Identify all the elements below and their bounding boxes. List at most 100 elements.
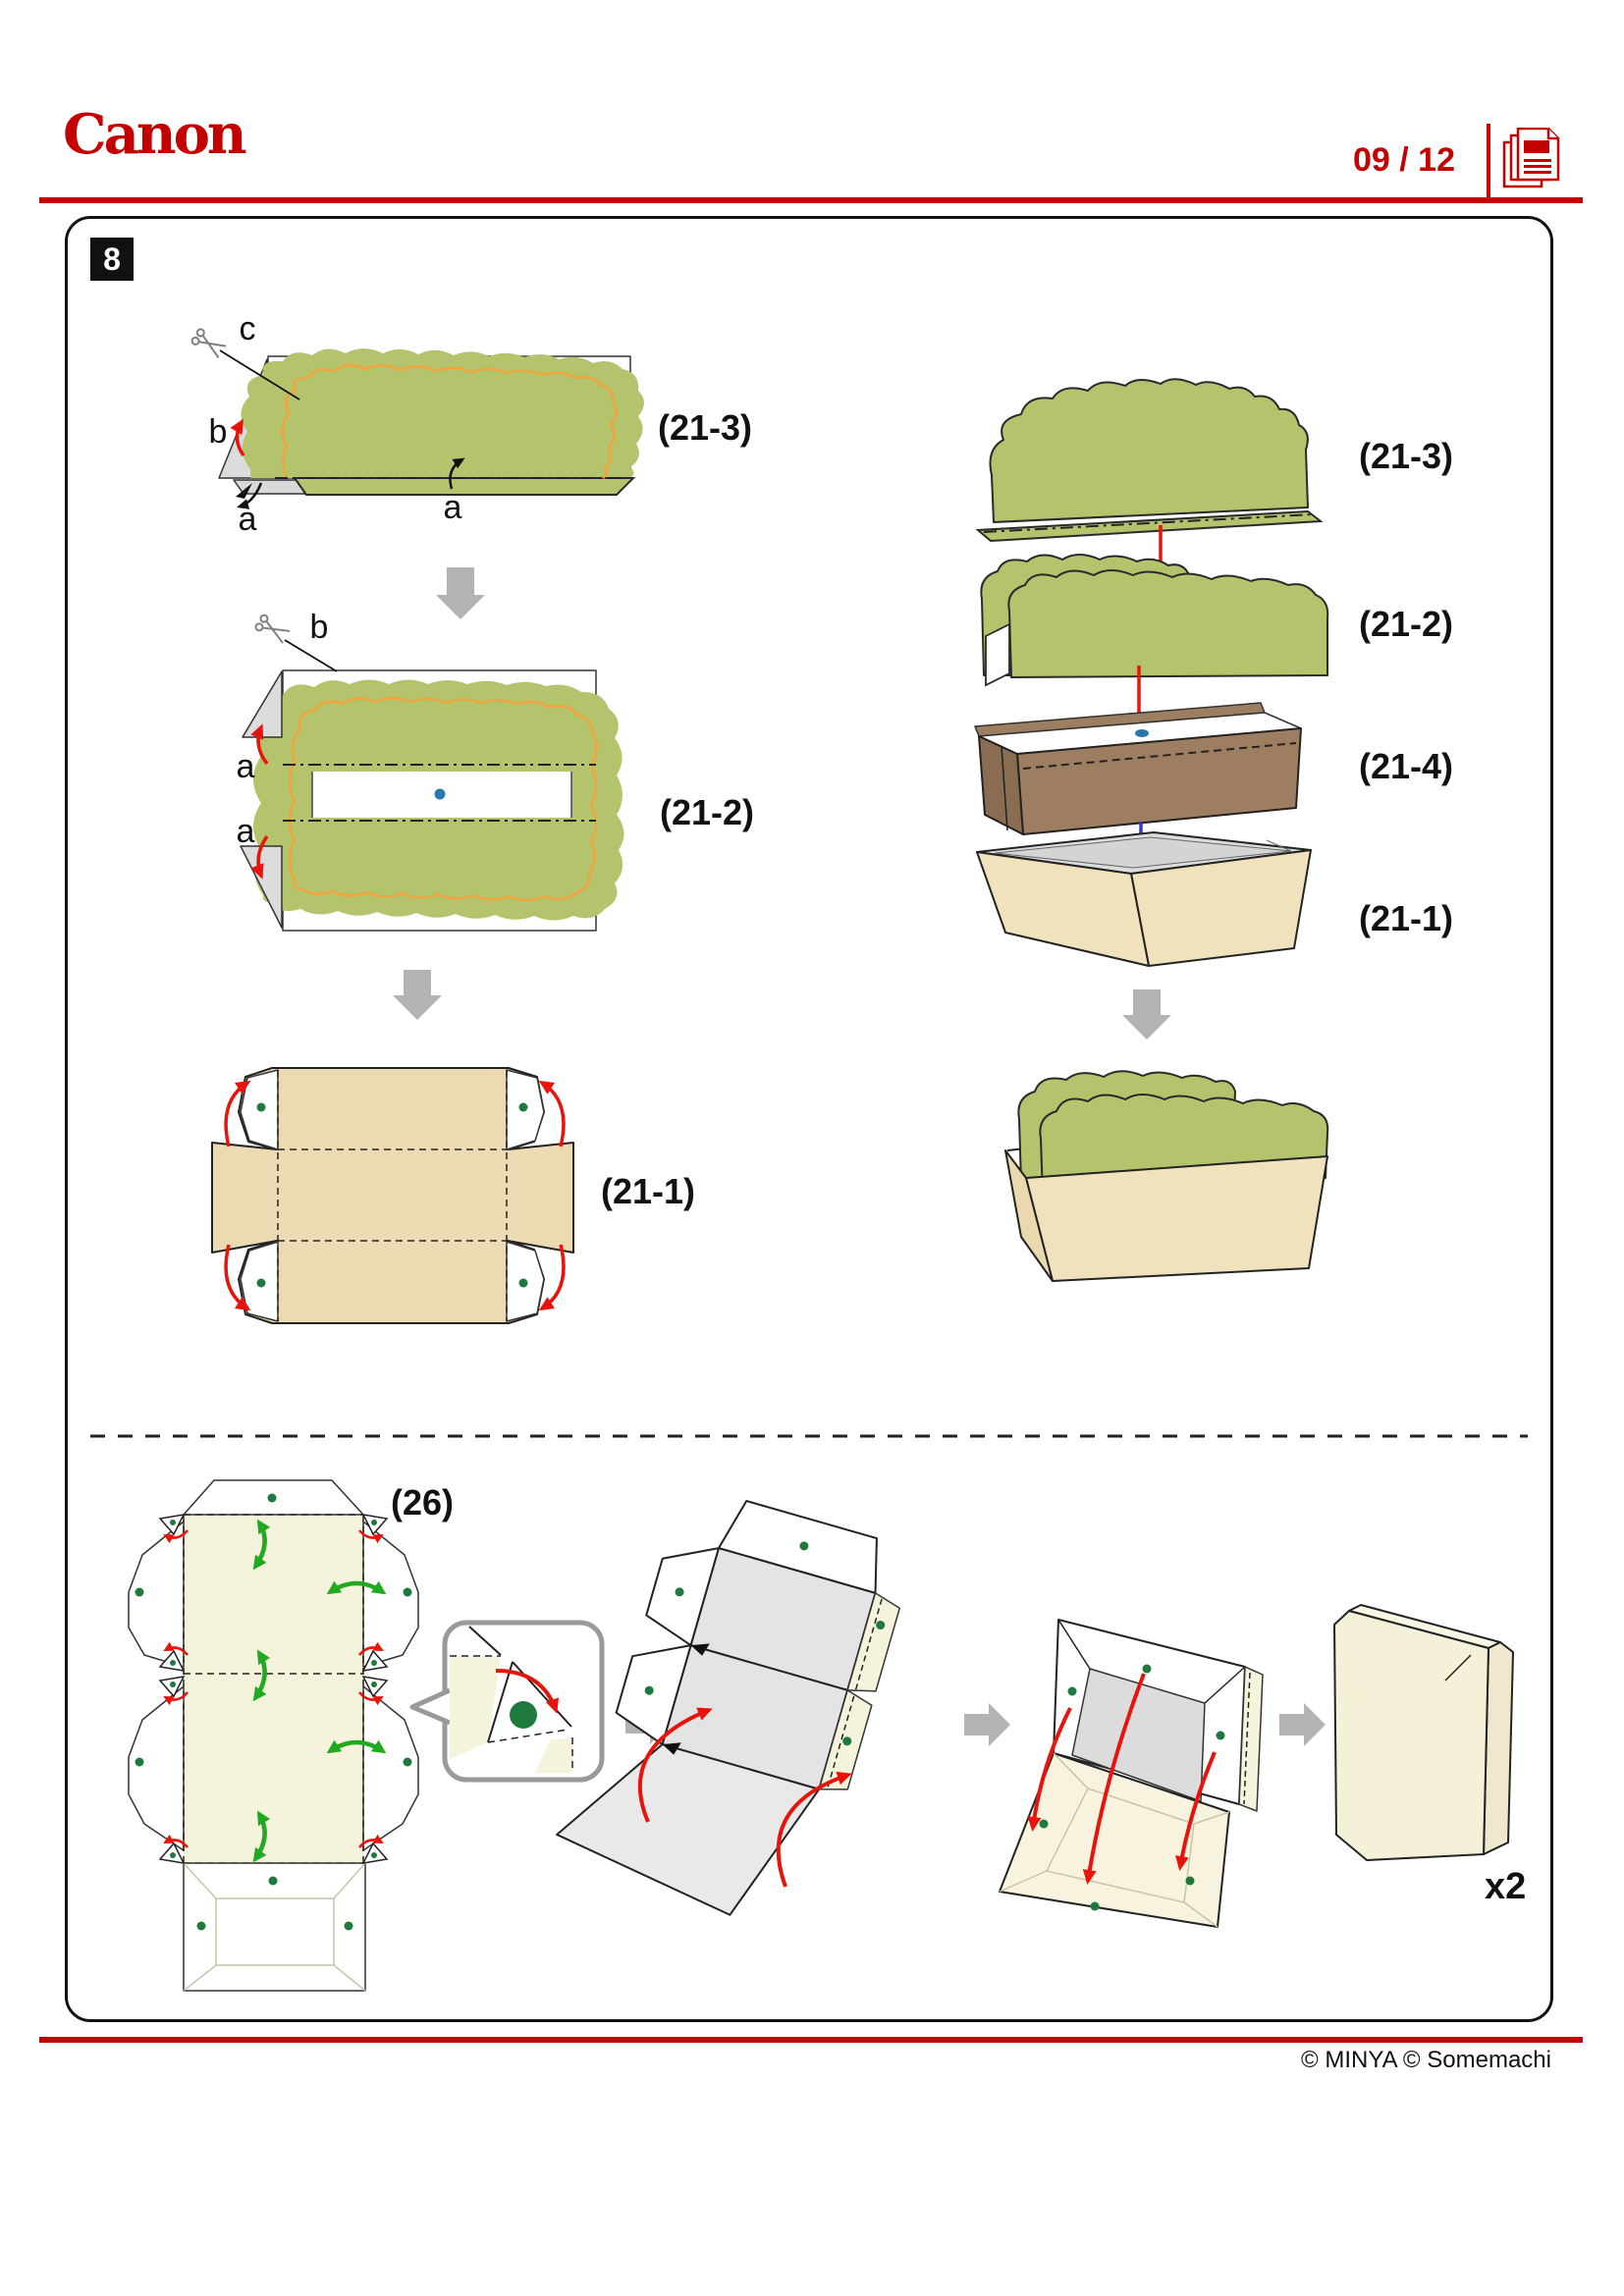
fold-line — [827, 1695, 855, 1789]
tray-side — [976, 851, 1150, 967]
tray-front — [1025, 1155, 1328, 1282]
diagram-26-step2 — [556, 1500, 900, 1916]
diagram-21-1-unfolded: (21-1) — [211, 1067, 695, 1324]
sleeve-side — [978, 735, 1024, 835]
notch-mark — [662, 1742, 681, 1755]
glue-dot — [1216, 1731, 1225, 1740]
bevel-line — [333, 1964, 366, 1992]
edge — [1057, 1619, 1091, 1670]
fold-line — [983, 513, 1315, 533]
header-rule — [39, 197, 1583, 203]
callout-pointer — [409, 1687, 452, 1726]
glue-dot — [799, 1541, 809, 1551]
glue-dot — [344, 1921, 353, 1931]
page-indicator: 09 / 12 — [1353, 141, 1455, 179]
glue-dot-blue — [434, 788, 446, 800]
right-arrow-icon — [964, 1703, 1010, 1746]
fold-arrow-a1 — [237, 482, 263, 509]
side-flap — [362, 1521, 419, 1668]
part-label-21-1: (21-1) — [1359, 898, 1453, 938]
panel-swung — [556, 1743, 821, 1916]
glue-dot — [135, 1757, 144, 1767]
template-panels — [184, 1515, 363, 1863]
base-flap — [293, 477, 636, 496]
edge — [1204, 1666, 1246, 1704]
fold-arrow-a2 — [449, 457, 465, 490]
fold-label-a4: a — [237, 813, 255, 850]
glue-dot — [644, 1685, 654, 1695]
bevel-line — [333, 1862, 366, 1899]
fold-arrow-b — [230, 418, 245, 457]
footer-rule — [39, 2037, 1583, 2043]
crease — [1444, 1654, 1472, 1682]
part-label-21-3: (21-3) — [1359, 436, 1453, 476]
part-label-21-2: (21-2) — [660, 792, 754, 832]
glue-dot — [196, 1921, 206, 1931]
fold-line — [487, 1729, 568, 1743]
fold-direction-arrow — [326, 1739, 387, 1754]
content-frame — [65, 216, 1553, 2022]
bevel-line — [1053, 1752, 1089, 1789]
copyright-text: © MINYA © Somemachi — [1301, 2047, 1551, 2073]
fold-direction-arrow — [252, 1649, 271, 1702]
fold-direction-arrow — [252, 1810, 271, 1863]
fold-arrow — [495, 1669, 559, 1714]
cut-guide-line — [288, 696, 598, 902]
lettuce-piece — [989, 378, 1309, 523]
side-flap — [128, 1521, 185, 1668]
edge-strip — [846, 1592, 900, 1692]
side-flap — [128, 1685, 185, 1851]
base-flap — [975, 509, 1324, 543]
fold-direction-arrow — [252, 1519, 271, 1571]
pages-icon — [1502, 127, 1561, 195]
fold-line — [1243, 1672, 1251, 1805]
part-label-21-4: (21-4) — [1359, 746, 1453, 786]
glue-dot — [403, 1757, 412, 1767]
glue-dot — [267, 1493, 277, 1503]
fold-arrow — [1175, 1751, 1217, 1871]
cut-pointer-line — [284, 639, 338, 672]
callout-paper — [535, 1737, 572, 1773]
fold-arrow — [224, 1080, 251, 1148]
part-label-21-1: (21-1) — [601, 1171, 695, 1211]
fold-label-a2: a — [444, 489, 462, 526]
side-flap — [362, 1685, 419, 1851]
diagram-assembled — [1004, 1070, 1329, 1282]
fold-arrow — [538, 1244, 566, 1311]
glue-dot — [256, 1278, 266, 1288]
bevel-line — [183, 1964, 217, 1992]
diagram-21-2-folded: (21-2) — [980, 554, 1453, 687]
diagram-26-template: (26) — [128, 1479, 454, 1992]
lettuce-piece-front — [1007, 569, 1329, 678]
glue-dot — [135, 1587, 144, 1597]
folded-corner-flap — [242, 670, 283, 738]
fold-direction-arrow — [326, 1580, 387, 1595]
glue-dot — [1039, 1819, 1049, 1829]
fold-arrow — [250, 723, 269, 766]
sleeve-slit — [1001, 745, 1008, 831]
fold-label-c: c — [240, 310, 256, 347]
fold-line — [854, 1598, 883, 1690]
fold-line — [1022, 742, 1297, 770]
fold-arrow — [1082, 1673, 1146, 1885]
notch-mark — [690, 1643, 710, 1656]
diagram-21-3-unfolded: c b a a (21-3) — [189, 310, 752, 538]
step-number-badge: 8 — [90, 238, 134, 281]
bevel-line — [1193, 1811, 1230, 1825]
fold-arrow — [250, 834, 269, 880]
header-divider — [1487, 124, 1490, 199]
diagram-26-finished: x2 — [1333, 1604, 1526, 1907]
detail-callout — [409, 1620, 605, 1783]
fold-arrow — [637, 1707, 713, 1823]
glue-dot-large — [510, 1701, 537, 1729]
quantity-label: x2 — [1485, 1866, 1526, 1907]
fold-label-b: b — [209, 413, 228, 451]
tray-side — [1004, 1149, 1054, 1282]
glue-dot — [842, 1736, 852, 1746]
interior-fold — [1266, 839, 1292, 852]
glue-dot — [518, 1102, 528, 1112]
fold-arrow — [538, 1080, 566, 1148]
glue-dot — [675, 1587, 684, 1597]
wing-flap — [615, 1644, 692, 1746]
down-arrow-icon — [393, 970, 442, 1020]
